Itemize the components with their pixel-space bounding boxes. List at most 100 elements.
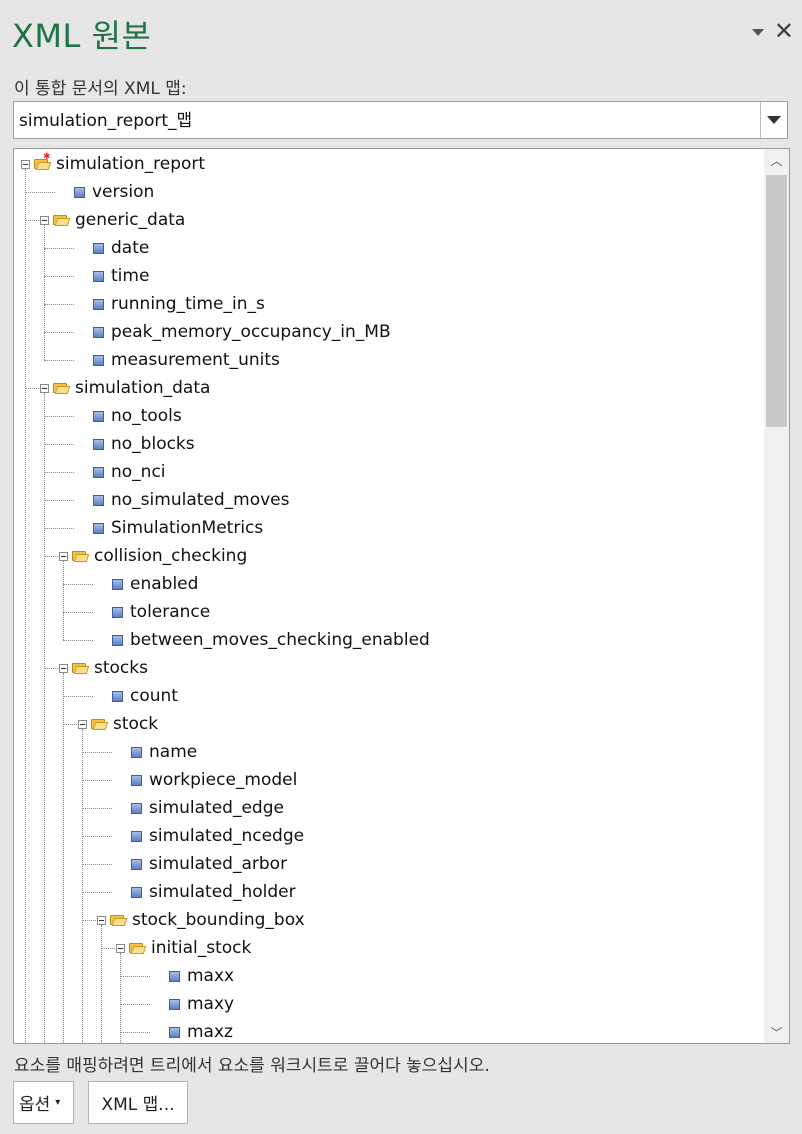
tree-connector-line	[82, 729, 83, 1043]
tree-element-item[interactable]: no_blocks	[93, 430, 195, 458]
tree-item-label: peak_memory_occupancy_in_MB	[111, 322, 391, 342]
folder-open-icon	[53, 382, 69, 394]
element-icon	[93, 438, 104, 450]
tree-item-label: measurement_units	[111, 350, 280, 370]
tree-element-item[interactable]: simulated_holder	[131, 878, 296, 906]
collapse-toggle-icon[interactable]	[40, 384, 49, 393]
task-pane-options-icon[interactable]	[751, 28, 764, 36]
tree-element-item[interactable]: SimulationMetrics	[93, 514, 263, 542]
tree-folder-item[interactable]: stock_bounding_box	[110, 906, 305, 934]
tree-connector-line	[44, 556, 62, 557]
xml-map-select[interactable]: simulation_report_맵	[13, 101, 788, 139]
tree-item-label: maxx	[187, 966, 235, 986]
tree-connector-line	[82, 780, 112, 781]
folder-open-icon	[72, 550, 88, 562]
collapse-toggle-icon[interactable]	[59, 664, 68, 673]
tree-item-label: name	[149, 742, 198, 762]
tree-folder-item[interactable]: generic_data	[53, 206, 185, 234]
tree-connector-line	[44, 225, 45, 360]
xml-map-selected-value: simulation_report_맵	[19, 111, 193, 131]
folder-open-icon	[91, 718, 107, 730]
tree-folder-item[interactable]: initial_stock	[129, 934, 251, 962]
tree-element-item[interactable]: enabled	[112, 570, 198, 598]
tree-connector-line	[44, 332, 74, 333]
tree-connector-line	[82, 752, 112, 753]
tree-item-label: count	[130, 686, 178, 706]
xml-maps-label: 이 통합 문서의 XML 맵:	[14, 79, 187, 99]
tree-folder-item[interactable]: stock	[91, 710, 158, 738]
tree-folder-item[interactable]: ✱simulation_report	[34, 150, 205, 178]
tree-item-label: time	[111, 266, 150, 286]
options-button-label: 옵션	[19, 1095, 51, 1115]
pane-title: XML 원본	[12, 17, 152, 55]
scrollbar-thumb[interactable]	[766, 175, 787, 427]
tree-connector-line	[82, 920, 100, 921]
tree-folder-item[interactable]: collision_checking	[72, 542, 247, 570]
element-icon	[93, 466, 104, 478]
tree-element-item[interactable]: count	[112, 682, 178, 710]
vertical-scrollbar[interactable]: ︿ ﹀	[764, 149, 789, 1043]
tree-element-item[interactable]: time	[93, 262, 149, 290]
tree-element-item[interactable]: peak_memory_occupancy_in_MB	[93, 318, 391, 346]
element-icon	[93, 522, 104, 534]
tree-element-item[interactable]: simulated_edge	[131, 794, 284, 822]
element-icon	[131, 830, 142, 842]
tree-element-item[interactable]: workpiece_model	[131, 766, 297, 794]
element-icon	[93, 298, 104, 310]
scroll-up-icon[interactable]: ︿	[770, 153, 783, 168]
tree-folder-item[interactable]: stocks	[72, 654, 148, 682]
tree-item-label: maxz	[187, 1022, 233, 1042]
options-button[interactable]: 옵션 ▾	[13, 1081, 74, 1124]
xml-map-dropdown-button[interactable]	[760, 102, 787, 138]
tree-element-item[interactable]: maxx	[169, 962, 234, 990]
tree-connector-line	[25, 169, 26, 1043]
element-icon	[131, 858, 142, 870]
element-icon	[169, 970, 180, 982]
tree-element-item[interactable]: simulated_ncedge	[131, 822, 304, 850]
pane-controls: ✕	[751, 17, 794, 45]
tree-element-item[interactable]: maxy	[169, 990, 234, 1018]
tree-item-label: no_tools	[111, 406, 182, 426]
tree-item-label: stocks	[94, 658, 148, 678]
tree-item-label: initial_stock	[151, 938, 252, 958]
tree-element-item[interactable]: simulated_arbor	[131, 850, 287, 878]
collapse-toggle-icon[interactable]	[21, 160, 30, 169]
chevron-down-icon	[767, 116, 781, 124]
tree-item-label: simulated_holder	[149, 882, 296, 902]
tree-item-label: SimulationMetrics	[111, 518, 264, 538]
tree-folder-item[interactable]: simulation_data	[53, 374, 210, 402]
tree-element-item[interactable]: version	[74, 178, 154, 206]
tree-element-item[interactable]: name	[131, 738, 197, 766]
tree-element-item[interactable]: date	[93, 234, 149, 262]
tree-connector-line	[63, 612, 93, 613]
collapse-toggle-icon[interactable]	[40, 216, 49, 225]
tree-item-label: running_time_in_s	[111, 294, 265, 314]
tree-element-item[interactable]: no_nci	[93, 458, 166, 486]
xml-maps-button[interactable]: XML 맵...	[88, 1081, 188, 1124]
tree-connector-line	[44, 248, 74, 249]
tree-element-item[interactable]: maxz	[169, 1018, 233, 1043]
collapse-toggle-icon[interactable]	[78, 720, 87, 729]
collapse-toggle-icon[interactable]	[59, 552, 68, 561]
tree-item-label: maxy	[187, 994, 235, 1014]
tree-element-item[interactable]: no_tools	[93, 402, 182, 430]
collapse-toggle-icon[interactable]	[97, 916, 106, 925]
folder-open-icon	[110, 914, 126, 926]
tree-element-item[interactable]: measurement_units	[93, 346, 280, 374]
root-element-icon: ✱	[34, 153, 51, 170]
close-icon[interactable]: ✕	[773, 17, 794, 45]
tree-element-item[interactable]: tolerance	[112, 598, 210, 626]
tree-connector-line	[63, 584, 93, 585]
tree-element-item[interactable]: no_simulated_moves	[93, 486, 289, 514]
tree-connector-line	[44, 528, 74, 529]
tree-element-item[interactable]: running_time_in_s	[93, 290, 265, 318]
tree-connector-line	[82, 864, 112, 865]
tree-element-item[interactable]: between_moves_checking_enabled	[112, 626, 430, 654]
tree-connector-line	[25, 220, 43, 221]
scroll-down-icon[interactable]: ﹀	[770, 1025, 783, 1040]
element-icon	[131, 802, 142, 814]
collapse-toggle-icon[interactable]	[116, 944, 125, 953]
tree-item-label: generic_data	[75, 210, 186, 230]
tree-connector-line	[120, 1032, 150, 1033]
